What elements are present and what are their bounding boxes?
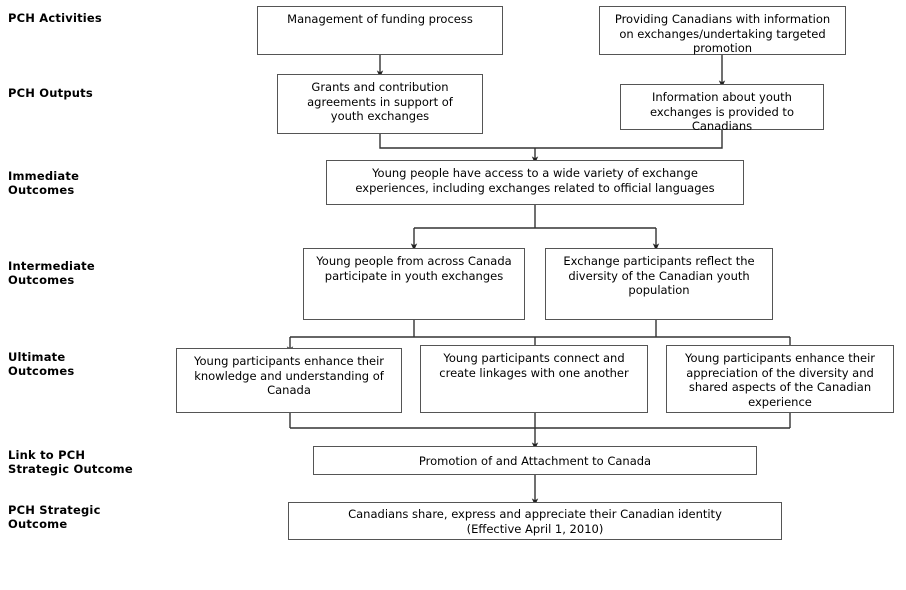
row-label-link-to-pch-strategic-outcome: Link to PCH Strategic Outcome (8, 448, 133, 476)
row-label-intermediate-outcomes: Intermediate Outcomes (8, 259, 95, 287)
node-immediate-young-people-access-exchanges: Young people have access to a wide varie… (326, 160, 744, 205)
node-ultimate-appreciation-of-diversity: Young participants enhance their appreci… (666, 345, 894, 413)
node-output-grants-and-contribution-agreements: Grants and contribution agreements in su… (277, 74, 483, 134)
node-link-promotion-and-attachment-to-canada: Promotion of and Attachment to Canada (313, 446, 757, 475)
node-activity-management-of-funding-process: Management of funding process (257, 6, 503, 55)
node-activity-providing-canadians-with-information: Providing Canadians with information on … (599, 6, 846, 55)
row-label-immediate-outcomes: Immediate Outcomes (8, 169, 80, 197)
row-label-ultimate-outcomes: Ultimate Outcomes (8, 350, 75, 378)
row-label-pch-activities: PCH Activities (8, 11, 102, 25)
node-intermediate-young-people-participate: Young people from across Canada particip… (303, 248, 525, 320)
node-intermediate-participants-reflect-diversity: Exchange participants reflect the divers… (545, 248, 773, 320)
node-output-information-provided-to-canadians: Information about youth exchanges is pro… (620, 84, 824, 133)
row-label-pch-strategic-outcome: PCH Strategic Outcome (8, 503, 101, 531)
connector-output-left-to-bus (379, 134, 535, 149)
node-ultimate-knowledge-and-understanding: Young participants enhance their knowled… (176, 348, 402, 413)
row-label-pch-outputs: PCH Outputs (8, 86, 93, 100)
node-strategic-canadians-share-express-appreciate: Canadians share, express and appreciate … (288, 502, 782, 540)
node-ultimate-connect-and-create-linkages: Young participants connect and create li… (420, 345, 648, 413)
